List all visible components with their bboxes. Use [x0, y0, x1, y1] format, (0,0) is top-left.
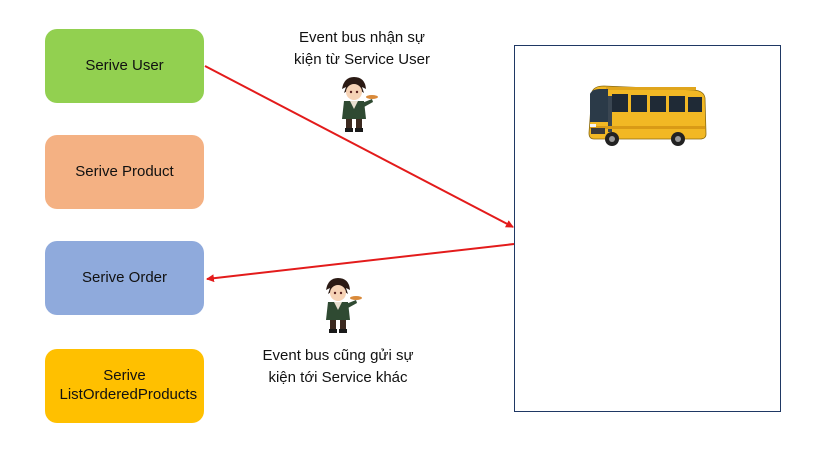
courier-character-icon [342, 77, 378, 132]
caption-event-bus-send: Event bus cũng gửi sự kiện tới Service k… [258, 345, 418, 389]
service-product-box: Serive Product [45, 135, 204, 209]
service-user-box: Serive User [45, 29, 204, 103]
caption-event-bus-receive: Event bus nhận sự kiện từ Service User [282, 27, 442, 71]
service-list-ordered-products-label: Serive ListOrderedProducts [59, 367, 198, 403]
service-product-label: Serive Product [75, 162, 174, 180]
service-order-box: Serive Order [45, 241, 204, 315]
caption-send-text: Event bus cũng gửi sự kiện tới Service k… [262, 347, 414, 386]
courier-character-icon [326, 278, 362, 333]
service-order-label: Serive Order [81, 268, 168, 286]
arrow-event-bus-to-order [206, 243, 515, 283]
service-list-ordered-products-box: Serive ListOrderedProducts [45, 349, 204, 423]
service-user-label: Serive User [85, 56, 164, 74]
bus-icon [588, 85, 707, 146]
caption-receive-text: Event bus nhận sự kiện từ Service User [294, 29, 430, 68]
